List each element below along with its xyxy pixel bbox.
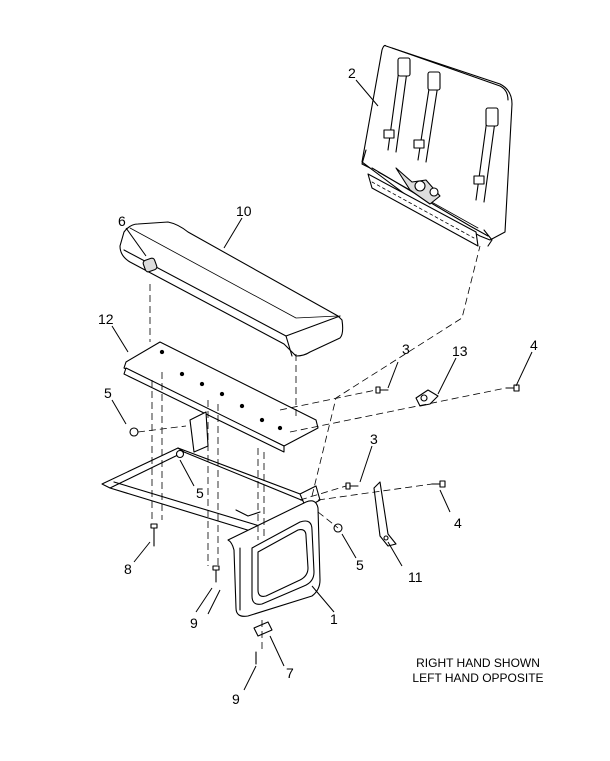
callout-6: 6 xyxy=(118,213,126,229)
side-panel xyxy=(227,500,321,617)
note-line-2: LEFT HAND OPPOSITE xyxy=(412,671,544,685)
callout-5-left: 5 xyxy=(104,385,112,401)
callout-5-right: 5 xyxy=(356,557,364,573)
callout-11: 11 xyxy=(408,569,423,585)
callout-5-center: 5 xyxy=(196,485,204,501)
callout-4-top: 4 xyxy=(530,337,538,353)
seat-cushion xyxy=(119,221,344,357)
callout-3-bottom: 3 xyxy=(370,431,378,447)
callout-12: 12 xyxy=(98,311,114,327)
seat-back xyxy=(361,44,513,247)
callout-1: 1 xyxy=(330,611,338,627)
clip xyxy=(253,621,273,637)
assembly-lines xyxy=(137,245,507,650)
callout-3-top: 3 xyxy=(402,341,410,357)
callout-4-bottom: 4 xyxy=(454,515,462,531)
callout-7: 7 xyxy=(286,665,294,681)
leader-lines xyxy=(111,79,533,691)
callout-10: 10 xyxy=(236,203,252,219)
callout-numbers: 2 10 6 12 5 3 13 4 5 3 4 5 11 1 8 9 7 9 xyxy=(98,65,538,707)
callout-8: 8 xyxy=(124,561,132,577)
orientation-note: RIGHT HAND SHOWN LEFT HAND OPPOSITE xyxy=(378,656,578,686)
callout-9-upper: 9 xyxy=(190,615,198,631)
note-line-1: RIGHT HAND SHOWN xyxy=(416,656,540,670)
latch xyxy=(415,389,439,407)
callout-9-lower: 9 xyxy=(232,691,240,707)
seat-pan xyxy=(123,341,319,453)
bracket xyxy=(373,481,397,547)
callout-2: 2 xyxy=(348,65,356,81)
fasteners xyxy=(129,384,520,665)
callout-13: 13 xyxy=(452,343,468,359)
